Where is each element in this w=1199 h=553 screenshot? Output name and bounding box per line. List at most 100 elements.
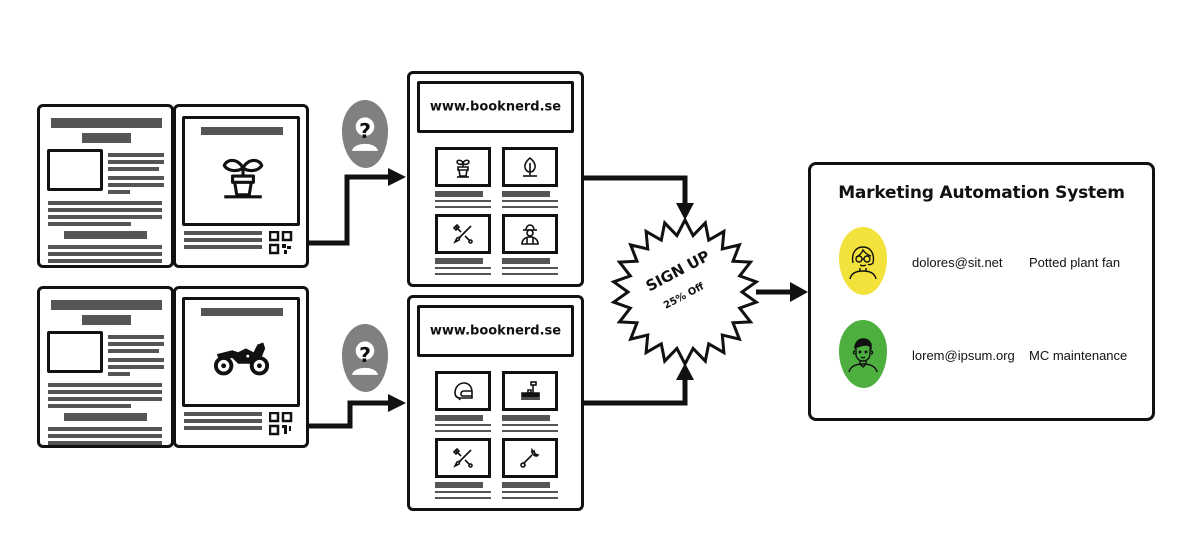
- url-bar[interactable]: www.booknerd.se: [417, 305, 574, 357]
- text-line: [435, 424, 491, 426]
- qr-code-icon[interactable]: [269, 231, 293, 255]
- signup-starburst: [610, 216, 760, 368]
- magazine-left-page: [37, 286, 174, 448]
- text-line: [108, 372, 130, 376]
- headline-bar: [51, 300, 162, 310]
- magazine-ad-page: [173, 104, 309, 268]
- text-line: [48, 390, 162, 394]
- svg-text:?: ?: [359, 343, 371, 367]
- text-line: [48, 397, 162, 401]
- text-line: [48, 252, 162, 256]
- arrow-website-to-signup-bottom: [584, 378, 688, 406]
- title-bar: [502, 191, 550, 197]
- wrench-icon: [520, 447, 540, 468]
- contact-avatar: [839, 320, 887, 388]
- text-line: [435, 267, 491, 269]
- text-line: [108, 349, 159, 353]
- potted-plant-icon: [222, 158, 264, 199]
- arrowhead: [676, 363, 694, 380]
- text-line: [108, 176, 164, 180]
- helmet-icon: [454, 382, 473, 401]
- contact-email[interactable]: dolores@sit.net: [912, 255, 1003, 270]
- website-url[interactable]: www.booknerd.se: [429, 323, 562, 339]
- text-line: [502, 430, 558, 432]
- plant-pot-icon: [456, 159, 470, 178]
- product-tile[interactable]: [435, 147, 491, 187]
- text-line: [502, 497, 558, 499]
- contact-email[interactable]: lorem@ipsum.org: [912, 348, 1015, 363]
- text-line: [48, 404, 131, 408]
- section-heading-bar: [64, 231, 147, 239]
- unknown-visitor: ?: [342, 324, 388, 392]
- title-bar: [435, 191, 483, 197]
- garden-tools-icon: [452, 447, 473, 468]
- arrow-qr-to-website-bottom: [300, 400, 400, 429]
- text-line: [48, 441, 162, 445]
- magazine-left-page: [37, 104, 174, 268]
- text-line: [108, 358, 164, 362]
- man-avatar-icon: [848, 338, 878, 373]
- text-line: [435, 273, 491, 275]
- image-placeholder: [47, 149, 103, 191]
- text-line: [184, 426, 262, 430]
- text-line: [48, 427, 162, 431]
- subheadline-bar: [82, 315, 131, 325]
- unknown-person-icon: ?: [352, 341, 378, 375]
- product-tile[interactable]: [435, 438, 491, 478]
- title-bar: [502, 258, 550, 264]
- arrowhead: [388, 394, 406, 412]
- ad-frame: [182, 116, 300, 226]
- text-line: [184, 238, 262, 242]
- website-mockup: www.booknerd.se: [407, 71, 584, 287]
- contact-avatar: [839, 227, 887, 295]
- motorcycle-icon: [213, 342, 270, 376]
- text-line: [48, 208, 162, 212]
- subheadline-bar: [82, 133, 131, 143]
- text-line: [48, 201, 162, 205]
- headline-bar: [51, 118, 162, 128]
- title-bar: [502, 415, 550, 421]
- magazine-ad-page: [173, 286, 309, 448]
- text-line: [435, 491, 491, 493]
- text-line: [502, 424, 558, 426]
- product-tile[interactable]: [502, 147, 558, 187]
- product-tile[interactable]: [435, 214, 491, 254]
- title-bar: [435, 415, 483, 421]
- contact-interest: MC maintenance: [1029, 348, 1128, 363]
- text-line: [184, 231, 262, 235]
- qr-code-icon[interactable]: [269, 412, 293, 436]
- svg-text:?: ?: [359, 119, 371, 143]
- text-line: [48, 434, 162, 438]
- product-tile[interactable]: [435, 371, 491, 411]
- product-tile[interactable]: [502, 371, 558, 411]
- ad-title-bar: [201, 308, 283, 316]
- title-bar: [435, 258, 483, 264]
- website-url[interactable]: www.booknerd.se: [429, 99, 562, 115]
- text-line: [502, 267, 558, 269]
- unknown-visitor: ?: [342, 100, 388, 168]
- product-tile[interactable]: [502, 214, 558, 254]
- image-placeholder: [47, 331, 103, 373]
- text-line: [184, 419, 262, 423]
- website-mockup: www.booknerd.se: [407, 295, 584, 511]
- arrow-qr-to-website-top: [300, 174, 400, 246]
- url-bar[interactable]: www.booknerd.se: [417, 81, 574, 133]
- text-line: [108, 342, 164, 346]
- mas-title: Marketing Automation System: [838, 183, 1125, 203]
- text-line: [48, 259, 162, 263]
- text-line: [502, 206, 558, 208]
- garden-tools-icon: [452, 223, 473, 244]
- arrowhead: [676, 203, 694, 220]
- title-bar: [502, 482, 550, 488]
- leaf-icon: [523, 156, 537, 177]
- section-heading-bar: [64, 413, 147, 421]
- text-line: [48, 222, 131, 226]
- text-line: [48, 245, 162, 249]
- text-line: [502, 200, 558, 202]
- arrowhead: [388, 168, 406, 186]
- text-line: [48, 215, 162, 219]
- product-tile[interactable]: [502, 438, 558, 478]
- text-line: [108, 365, 164, 369]
- text-line: [184, 412, 262, 416]
